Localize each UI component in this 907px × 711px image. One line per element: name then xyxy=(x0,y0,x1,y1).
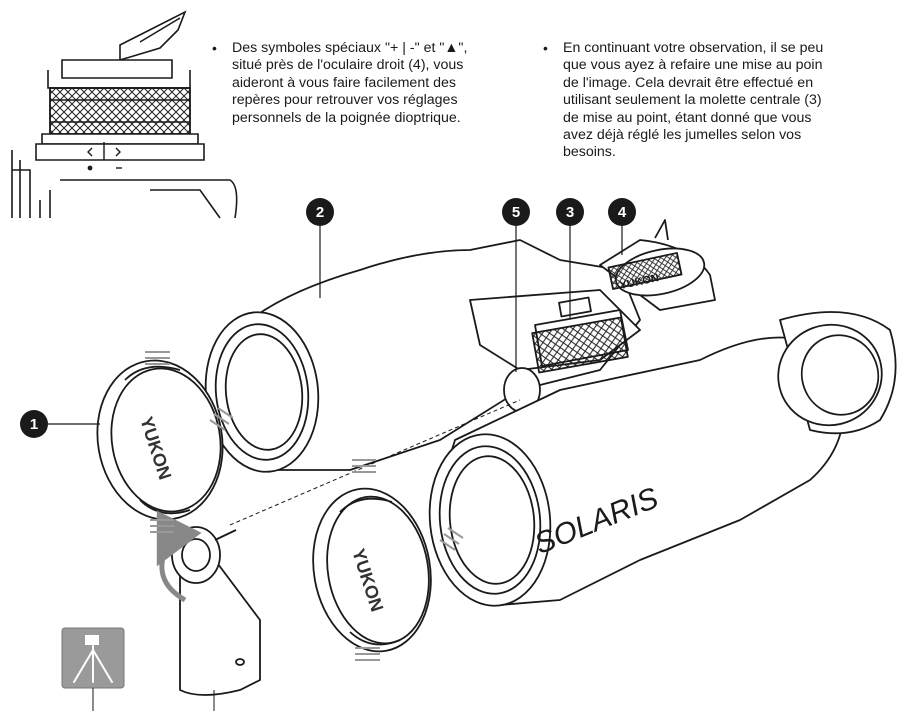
callout-4: 4 xyxy=(608,198,636,255)
lens-cap-right xyxy=(312,487,432,653)
bullet-dot: • xyxy=(543,40,548,56)
binocular-body xyxy=(204,219,897,607)
text-line: En continuant votre observation, il se p… xyxy=(563,40,824,56)
text-line: de mise au point, étant donné que vous xyxy=(563,109,812,126)
text-line: que vous ayez à refaire une mise au poin xyxy=(563,57,823,74)
text-line: situé près de l'oculaire droit (4), vous xyxy=(232,57,464,74)
callout-5-label: 5 xyxy=(512,204,520,221)
text-line: aideront à vous faire facilement des xyxy=(232,74,456,91)
callout-1: 1 xyxy=(20,410,100,438)
bullet-diopter-symbols: • Des symboles spéciaux "+ | -" et "▲", … xyxy=(212,40,532,127)
text-line: repères pour retrouver vos réglages xyxy=(232,92,458,109)
tripod-adapter xyxy=(156,510,261,696)
callout-4-label: 4 xyxy=(618,204,627,221)
tripod-icon xyxy=(61,627,125,711)
text-line: Des symboles spéciaux "+ | -" et "▲", xyxy=(232,40,468,56)
text-line: avez déjà réglé les jumelles selon vos xyxy=(563,127,802,144)
callout-2-label: 2 xyxy=(316,204,324,221)
diopter-eyepiece-inset xyxy=(11,10,238,219)
callout-3: 3 xyxy=(556,198,584,318)
text-line: utilisant seulement la molette centrale … xyxy=(563,92,822,109)
bullet-focus-wheel: • En continuant votre observation, il se… xyxy=(543,40,903,162)
bullet-dot: • xyxy=(212,40,217,56)
callout-5: 5 xyxy=(502,198,530,372)
callout-2: 2 xyxy=(306,198,334,298)
motion-arrows xyxy=(145,351,464,661)
callout-1-label: 1 xyxy=(30,416,38,433)
callout-3-label: 3 xyxy=(566,204,574,221)
text-line: de l'image. Cela devrait être effectué e… xyxy=(563,74,814,91)
text-line: personnels de la poignée dioptrique. xyxy=(232,109,461,126)
text-line: besoins. xyxy=(563,144,616,161)
